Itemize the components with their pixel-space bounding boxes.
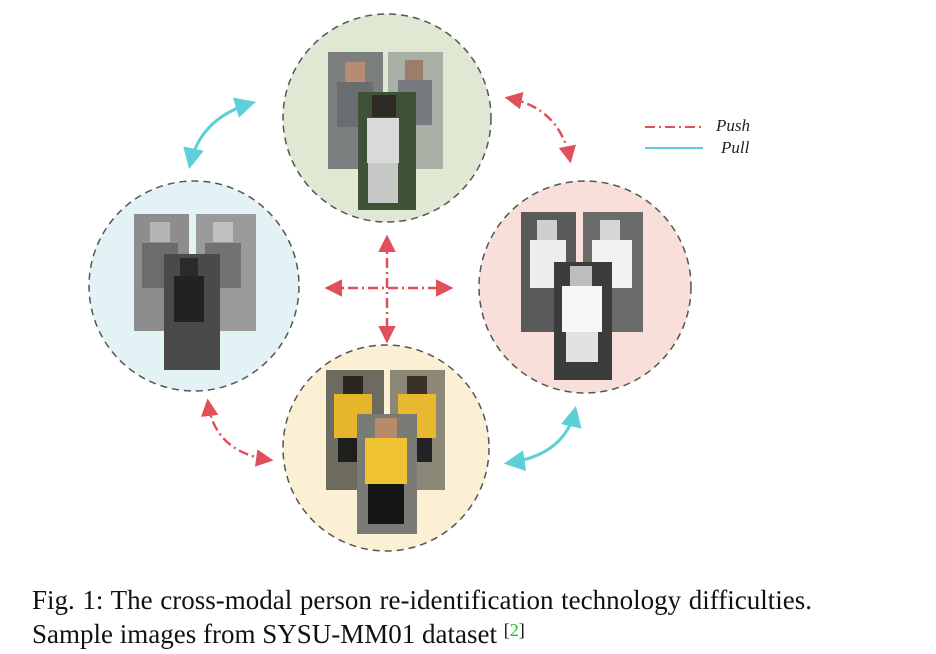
- pull-arrow-top-left: [183, 97, 257, 170]
- group-right: [478, 180, 692, 394]
- group-bottom: [282, 344, 490, 552]
- figure-caption: Fig. 1: The cross-modal person re-identi…: [32, 583, 812, 651]
- group-left: [88, 180, 300, 392]
- legend: Push Pull: [645, 116, 750, 157]
- push-arrow-top-right: [504, 92, 576, 164]
- legend-pull-label: Pull: [720, 138, 750, 157]
- push-arrow-bottom-left: [200, 398, 274, 467]
- pull-arrow-bottom-right: [503, 405, 582, 472]
- group-top: [282, 13, 492, 223]
- caption-text: Fig. 1: The cross-modal person re-identi…: [32, 585, 812, 649]
- figure-diagram: Push Pull: [88, 13, 750, 552]
- legend-push-label: Push: [715, 116, 750, 135]
- citation-close-bracket: ]: [518, 620, 525, 640]
- citation-link[interactable]: 2: [509, 620, 519, 640]
- citation-open-bracket: [: [503, 620, 510, 640]
